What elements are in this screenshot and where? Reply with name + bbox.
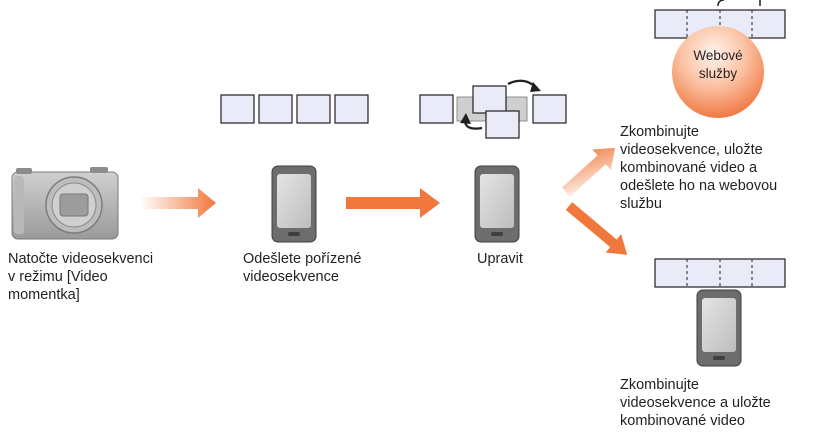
smartphone-icon [474,165,520,243]
caption-save: Zkombinujte videosekvence a uložte kombi… [620,376,771,430]
arrow-send-to-edit [346,188,440,218]
combined-clip-save [654,258,786,288]
caption-web-line-4: odešlete ho na webovou [620,178,778,194]
web-service-label-line-1: Webové [693,48,743,63]
caption-web-line-1: Zkombinujte [620,124,699,140]
caption-record-line-1: Natočte videosekvenci [8,251,154,267]
arrow-edit-to-web [561,147,616,197]
caption-save-line-2: videosekvence a uložte [620,395,771,411]
caption-save-line-3: kombinované video [620,413,745,429]
caption-record: Natočte videosekvenci v režimu [Video mo… [8,250,153,304]
web-service-label-line-2: služby [698,66,738,81]
caption-send-line-1: Odešlete pořízené [243,251,362,267]
smartphone-icon [696,289,742,367]
web-service-icon [672,26,764,118]
camera-icon [11,167,119,240]
caption-save-line-1: Zkombinujte [620,377,699,393]
clip-frames-edit [419,79,567,139]
caption-edit: Upravit [477,250,523,268]
caption-web-line-5: službu [620,196,662,212]
caption-web-line-2: videosekvence, uložte [620,142,763,158]
arrow-record-to-send [140,188,216,218]
web-service-label: Webové služby [678,47,758,83]
caption-web: Zkombinujte videosekvence, uložte kombin… [620,123,777,213]
caption-record-line-2: v režimu [Video [8,269,108,285]
arrow-edit-to-save [565,202,628,255]
caption-send: Odešlete pořízené videosekvence [243,250,362,286]
caption-send-line-2: videosekvence [243,269,339,285]
caption-record-line-3: momentka] [8,287,80,303]
smartphone-icon [271,165,317,243]
caption-edit-line-1: Upravit [477,251,523,267]
rotate-arrow-icon [460,79,541,130]
clip-frames-sent [220,94,369,124]
caption-web-line-3: kombinované video a [620,160,758,176]
